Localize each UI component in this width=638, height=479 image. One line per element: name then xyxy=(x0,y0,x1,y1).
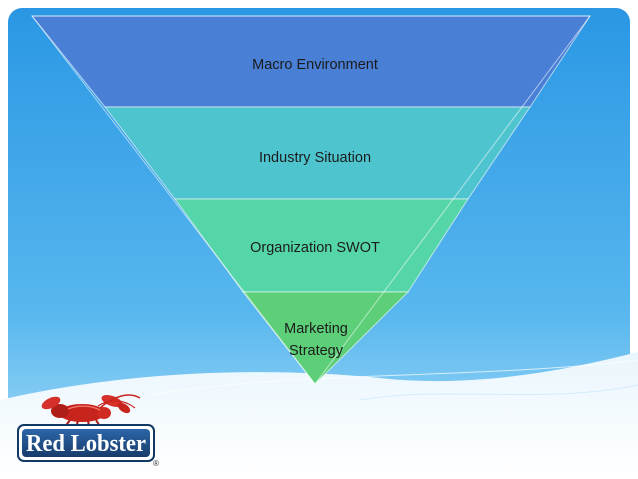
label-marketing: Marketing xyxy=(284,321,348,337)
wave-line xyxy=(359,384,638,401)
label-strategy: Strategy xyxy=(289,343,344,359)
funnel-outline xyxy=(31,15,591,385)
label-macro-environment: Macro Environment xyxy=(252,57,378,73)
registered-mark: ® xyxy=(153,459,159,468)
background-wave xyxy=(0,352,638,479)
logo-text: Red Lobster xyxy=(26,431,146,457)
logo-plate xyxy=(22,429,150,457)
red-lobster-logo: Red Lobster ® xyxy=(17,394,159,468)
lobster-icon xyxy=(41,394,141,431)
funnel-diagram: Macro Environment Industry Situation Org… xyxy=(30,15,591,385)
wave-line xyxy=(149,359,638,396)
label-industry-situation: Industry Situation xyxy=(259,150,371,166)
label-organization-swot: Organization SWOT xyxy=(250,240,380,256)
